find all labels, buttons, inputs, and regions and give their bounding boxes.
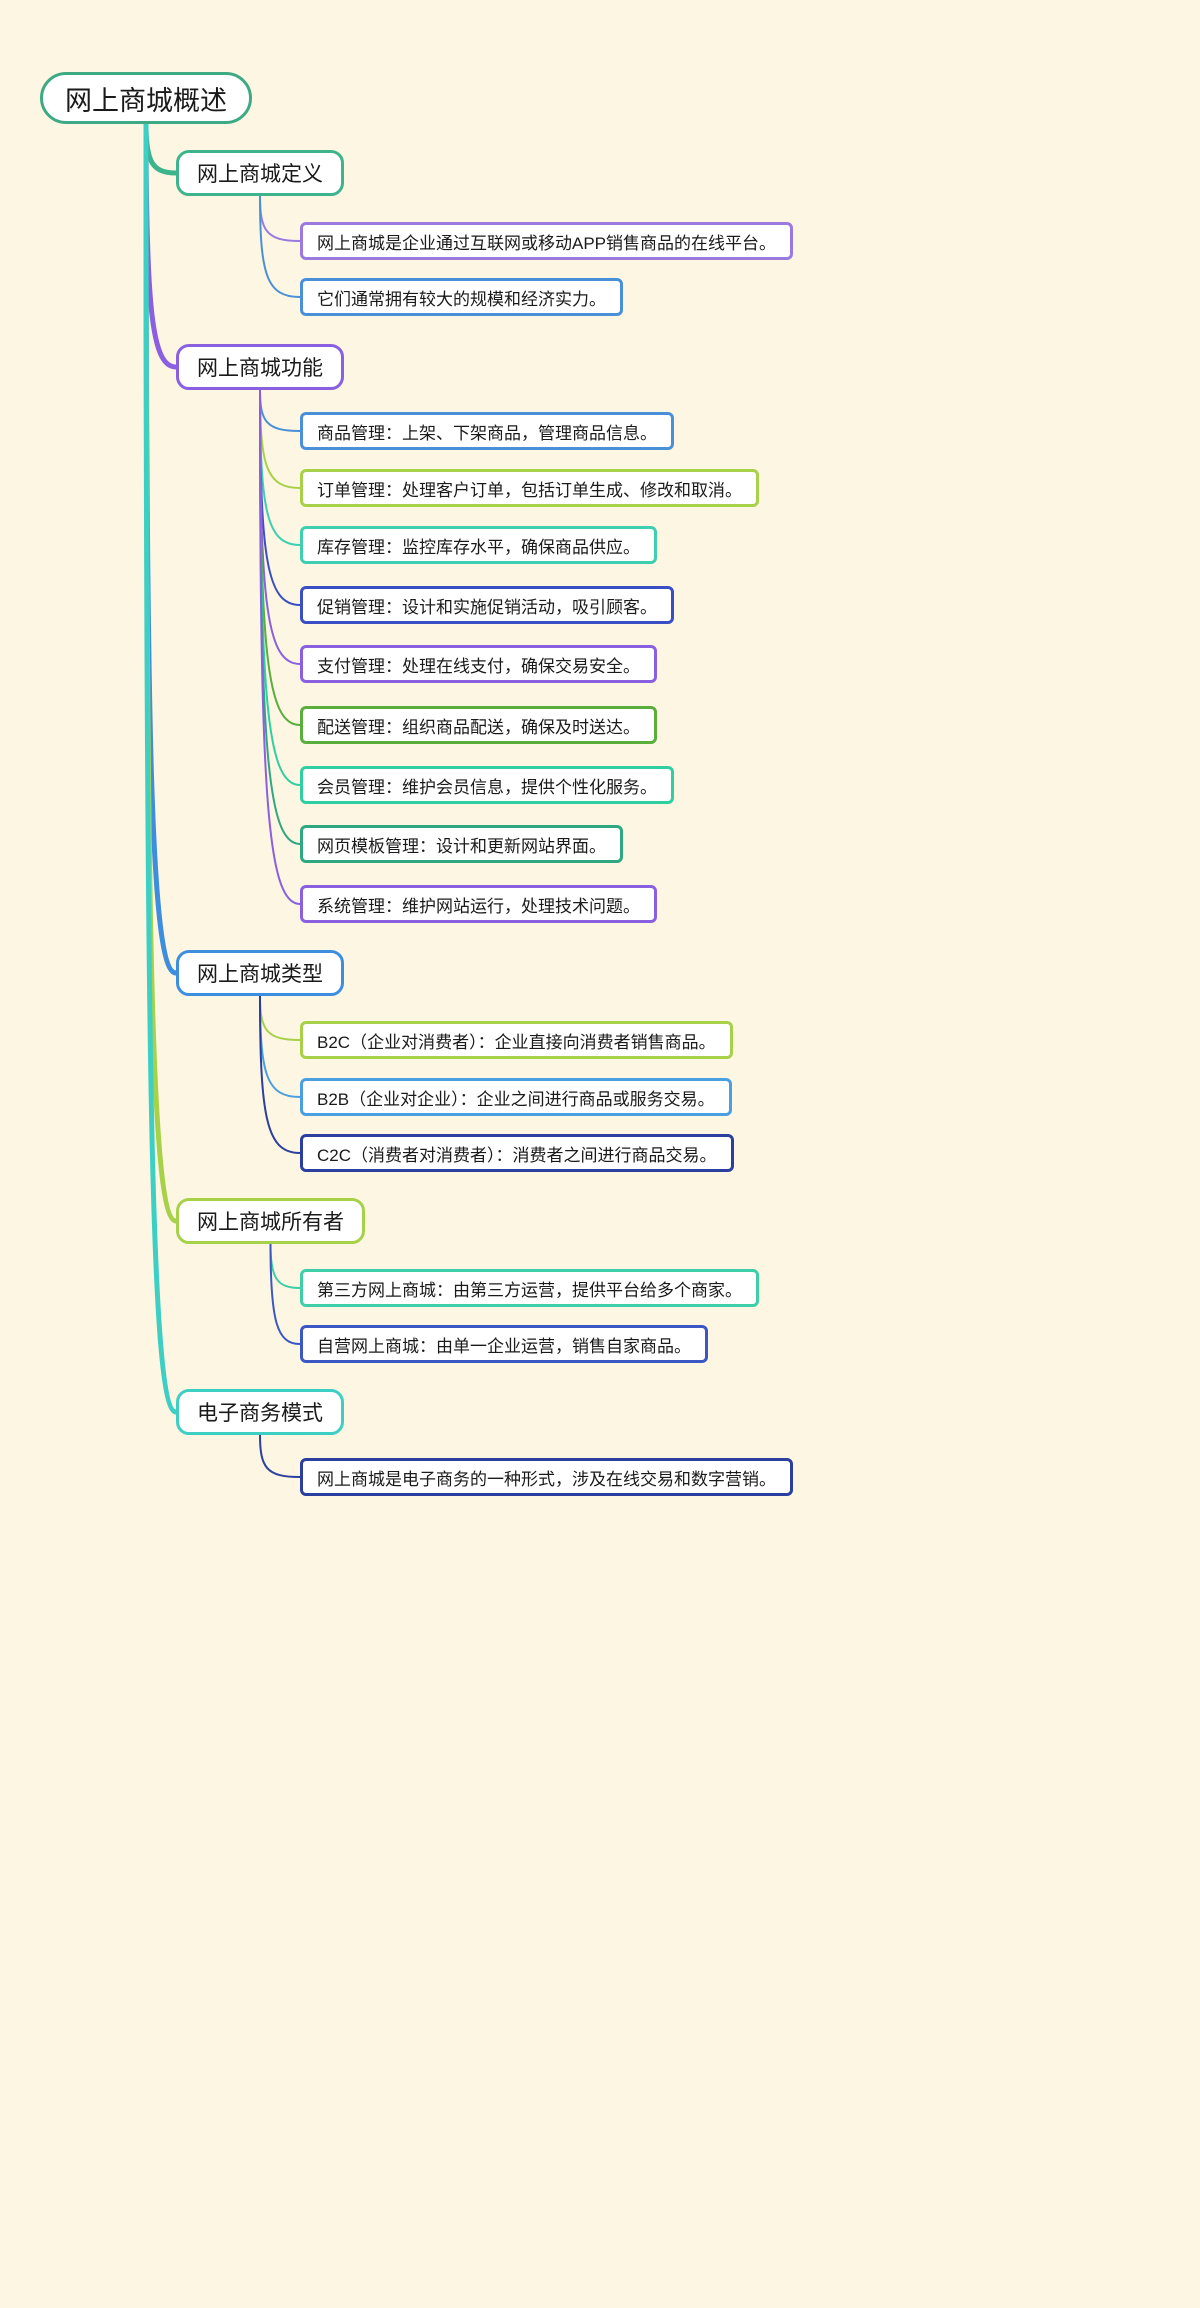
mindmap-leaf-node-0-1[interactable]: 它们通常拥有较大的规模和经济实力。: [300, 278, 623, 316]
mindmap-branch-node-4-label: 电子商务模式: [197, 1402, 323, 1425]
mindmap-leaf-node-2-2[interactable]: C2C（消费者对消费者）：消费者之间进行商品交易。: [300, 1134, 734, 1172]
mindmap-leaf-node-0-0[interactable]: 网上商城是企业通过互联网或移动APP销售商品的在线平台。: [300, 222, 794, 260]
mindmap-branch-node-2[interactable]: 网上商城类型: [176, 950, 344, 996]
mindmap-leaf-node-2-2-label: C2C（消费者对消费者）：消费者之间进行商品交易。: [317, 1145, 717, 1165]
mindmap-leaf-node-1-7[interactable]: 网页模板管理：设计和更新网站界面。: [300, 825, 623, 863]
mindmap-leaf-node-1-3[interactable]: 促销管理：设计和实施促销活动，吸引顾客。: [300, 586, 674, 624]
mindmap-branch-node-2-label: 网上商城类型: [197, 963, 323, 986]
mindmap-leaf-node-4-0-label: 网上商城是电子商务的一种形式，涉及在线交易和数字营销。: [317, 1469, 776, 1489]
mindmap-leaf-node-1-4[interactable]: 支付管理：处理在线支付，确保交易安全。: [300, 645, 657, 683]
mindmap-leaf-node-1-1-label: 订单管理：处理客户订单，包括订单生成、修改和取消。: [317, 480, 742, 500]
mindmap-leaf-node-1-2[interactable]: 库存管理：监控库存水平，确保商品供应。: [300, 526, 657, 564]
mindmap-leaf-node-1-0[interactable]: 商品管理：上架、下架商品，管理商品信息。: [300, 412, 674, 450]
mindmap-leaf-node-2-1-label: B2B（企业对企业）：企业之间进行商品或服务交易。: [317, 1089, 715, 1109]
mindmap-leaf-node-2-0[interactable]: B2C（企业对消费者）：企业直接向消费者销售商品。: [300, 1021, 733, 1059]
mindmap-leaf-node-1-4-label: 支付管理：处理在线支付，确保交易安全。: [317, 656, 640, 676]
mindmap-leaf-node-1-6[interactable]: 会员管理：维护会员信息，提供个性化服务。: [300, 766, 674, 804]
mindmap-leaf-node-1-8[interactable]: 系统管理：维护网站运行，处理技术问题。: [300, 885, 657, 923]
mindmap-leaf-node-3-0[interactable]: 第三方网上商城：由第三方运营，提供平台给多个商家。: [300, 1269, 759, 1307]
mindmap-leaf-node-0-0-label: 网上商城是企业通过互联网或移动APP销售商品的在线平台。: [317, 233, 777, 253]
mindmap-leaf-node-3-1-label: 自营网上商城：由单一企业运营，销售自家商品。: [317, 1336, 691, 1356]
mindmap-leaf-node-1-3-label: 促销管理：设计和实施促销活动，吸引顾客。: [317, 597, 657, 617]
mindmap-leaf-node-1-0-label: 商品管理：上架、下架商品，管理商品信息。: [317, 423, 657, 443]
mindmap-leaf-node-4-0[interactable]: 网上商城是电子商务的一种形式，涉及在线交易和数字营销。: [300, 1458, 793, 1496]
mindmap-leaf-node-1-6-label: 会员管理：维护会员信息，提供个性化服务。: [317, 777, 657, 797]
mindmap-leaf-node-0-1-label: 它们通常拥有较大的规模和经济实力。: [317, 289, 606, 309]
mindmap-leaf-node-2-1[interactable]: B2B（企业对企业）：企业之间进行商品或服务交易。: [300, 1078, 732, 1116]
mindmap-leaf-node-3-1[interactable]: 自营网上商城：由单一企业运营，销售自家商品。: [300, 1325, 708, 1363]
mindmap-branch-node-4[interactable]: 电子商务模式: [176, 1389, 344, 1435]
mindmap-root-node-label: 网上商城概述: [65, 85, 227, 116]
mindmap-leaf-node-1-5-label: 配送管理：组织商品配送，确保及时送达。: [317, 717, 640, 737]
mindmap-leaf-node-1-2-label: 库存管理：监控库存水平，确保商品供应。: [317, 537, 640, 557]
mindmap-leaf-node-1-8-label: 系统管理：维护网站运行，处理技术问题。: [317, 896, 640, 916]
mindmap-branch-node-3-label: 网上商城所有者: [197, 1211, 344, 1234]
mindmap-root-node[interactable]: 网上商城概述: [40, 72, 252, 124]
mindmap-leaf-node-3-0-label: 第三方网上商城：由第三方运营，提供平台给多个商家。: [317, 1280, 742, 1300]
mindmap-branch-node-3[interactable]: 网上商城所有者: [176, 1198, 365, 1244]
mindmap-branch-node-1[interactable]: 网上商城功能: [176, 344, 344, 390]
mindmap-leaf-node-2-0-label: B2C（企业对消费者）：企业直接向消费者销售商品。: [317, 1032, 716, 1052]
mindmap-branch-node-1-label: 网上商城功能: [197, 357, 323, 380]
mindmap-branch-node-0-label: 网上商城定义: [197, 163, 323, 186]
mindmap-branch-node-0[interactable]: 网上商城定义: [176, 150, 344, 196]
mindmap-leaf-node-1-5[interactable]: 配送管理：组织商品配送，确保及时送达。: [300, 706, 657, 744]
mindmap-leaf-node-1-1[interactable]: 订单管理：处理客户订单，包括订单生成、修改和取消。: [300, 469, 759, 507]
mindmap-leaf-node-1-7-label: 网页模板管理：设计和更新网站界面。: [317, 836, 606, 856]
